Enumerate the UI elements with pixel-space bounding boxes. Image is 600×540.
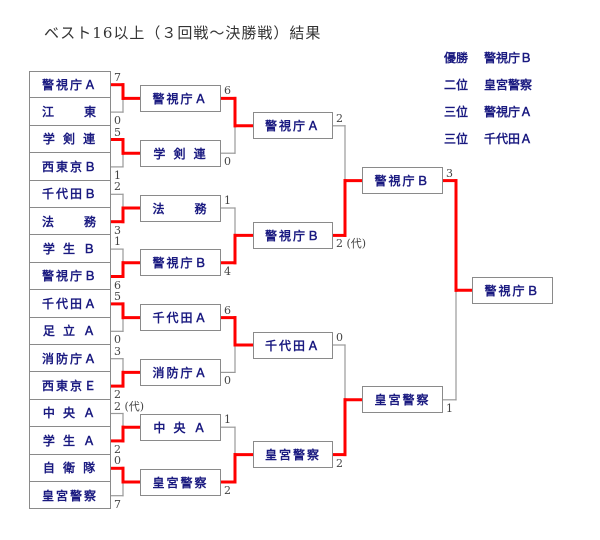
team-box-quarterfinal: 千代田Ａ	[140, 304, 221, 332]
score-label: 3	[114, 344, 121, 358]
result-third-2: 三位 千代田Ａ	[444, 131, 532, 158]
team-box-round-of-16: 中 央 Ａ	[29, 399, 111, 428]
score-label: 2 (代)	[336, 237, 367, 251]
score-label: 0	[336, 331, 343, 344]
score-label: 6	[114, 278, 121, 292]
team-box-final: 皇宮警察	[362, 386, 443, 414]
score-label: 2	[114, 388, 121, 402]
score-label: 6	[224, 303, 231, 317]
team-box-round-of-16: 西東京Ｅ	[29, 372, 111, 400]
score-label: 7	[114, 70, 121, 84]
team-box-round-of-16: 千代田Ｂ	[29, 180, 111, 208]
score-label: 2	[224, 484, 231, 497]
rank-label: 二位	[444, 78, 469, 92]
score-label: 5	[114, 289, 121, 303]
team-box-quarterfinal: 警視庁Ｂ	[140, 249, 221, 277]
team-box-round-of-16: 法 務	[29, 208, 111, 236]
team-box-round-of-16: 警視庁Ｂ	[29, 262, 111, 291]
score-label: 1	[114, 235, 121, 249]
team-box-quarterfinal: 警視庁Ａ	[140, 84, 221, 112]
team-box-semifinal: 警視庁Ａ	[253, 112, 333, 140]
page-title: ベスト16以上（３回戦～決勝戦）結果	[44, 24, 322, 42]
team-name: 警視庁Ｂ	[484, 51, 533, 65]
result-champion: 優勝 警視庁Ｂ	[444, 50, 532, 77]
team-box-round-of-16: 学 生 Ｂ	[29, 235, 111, 263]
team-name: 皇宮警察	[484, 78, 533, 92]
score-label: 6	[224, 84, 231, 98]
team-box-quarterfinal: 学 剣 連	[140, 139, 221, 167]
score-label: 7	[114, 497, 121, 511]
score-label: 2	[336, 111, 343, 125]
team-box-final: 警視庁Ｂ	[362, 167, 443, 195]
score-label: 0	[224, 155, 231, 169]
team-box-round-of-16: 西東京Ｂ	[29, 153, 111, 181]
team-box-quarterfinal: 皇宮警察	[140, 468, 221, 496]
team-box-quarterfinal: 消防庁Ａ	[140, 358, 221, 386]
score-label: 3	[446, 166, 453, 180]
score-label: 1	[446, 401, 453, 415]
team-box-round-of-16: 学 剣 連	[29, 125, 111, 154]
score-label: 1	[114, 168, 121, 182]
score-label: 3	[114, 223, 121, 237]
team-box-round-of-16: 警視庁Ａ	[29, 71, 111, 99]
team-name: 千代田Ａ	[484, 132, 533, 146]
score-label: 2	[114, 180, 121, 194]
team-box-semifinal: 警視庁Ｂ	[253, 221, 333, 249]
results-summary: 優勝警視庁Ｂ 二位皇宮警察 三位警視庁Ａ 三位千代田Ａ	[444, 50, 532, 158]
team-box-champion: 警視庁Ｂ	[472, 276, 553, 304]
score-label: 5	[114, 125, 121, 139]
score-label: 0	[114, 454, 121, 468]
score-label: 2 (代)	[114, 399, 145, 413]
team-box-semifinal: 皇宮警察	[253, 441, 333, 469]
rank-label: 優勝	[444, 51, 469, 65]
team-box-round-of-16: 消防庁Ａ	[29, 345, 111, 373]
team-box-round-of-16: 自 衛 隊	[29, 454, 111, 482]
team-box-round-of-16: 千代田Ａ	[29, 290, 111, 318]
rank-label: 三位	[444, 132, 469, 146]
result-runner-up: 二位 皇宮警察	[444, 77, 532, 104]
score-label: 2	[114, 442, 121, 456]
team-box-quarterfinal: 法 務	[140, 194, 221, 222]
score-label: 0	[114, 114, 121, 128]
team-box-round-of-16: 学 生 Ａ	[29, 427, 111, 455]
team-box-round-of-16: 足 立 Ａ	[29, 317, 111, 345]
team-name: 警視庁Ａ	[484, 105, 533, 119]
score-label: 2	[336, 456, 343, 470]
team-box-round-of-16: 皇宮警察	[29, 482, 111, 510]
team-box-quarterfinal: 中 央 Ａ	[140, 413, 221, 441]
score-label: 1	[224, 194, 231, 207]
score-label: 1	[224, 413, 231, 427]
result-third-1: 三位 警視庁Ａ	[444, 104, 532, 131]
team-box-semifinal: 千代田Ａ	[253, 331, 333, 359]
rank-label: 三位	[444, 105, 469, 119]
score-label: 0	[224, 374, 231, 388]
score-label: 0	[114, 333, 121, 347]
score-label: 4	[224, 264, 231, 278]
team-box-round-of-16: 江 東	[29, 98, 111, 126]
